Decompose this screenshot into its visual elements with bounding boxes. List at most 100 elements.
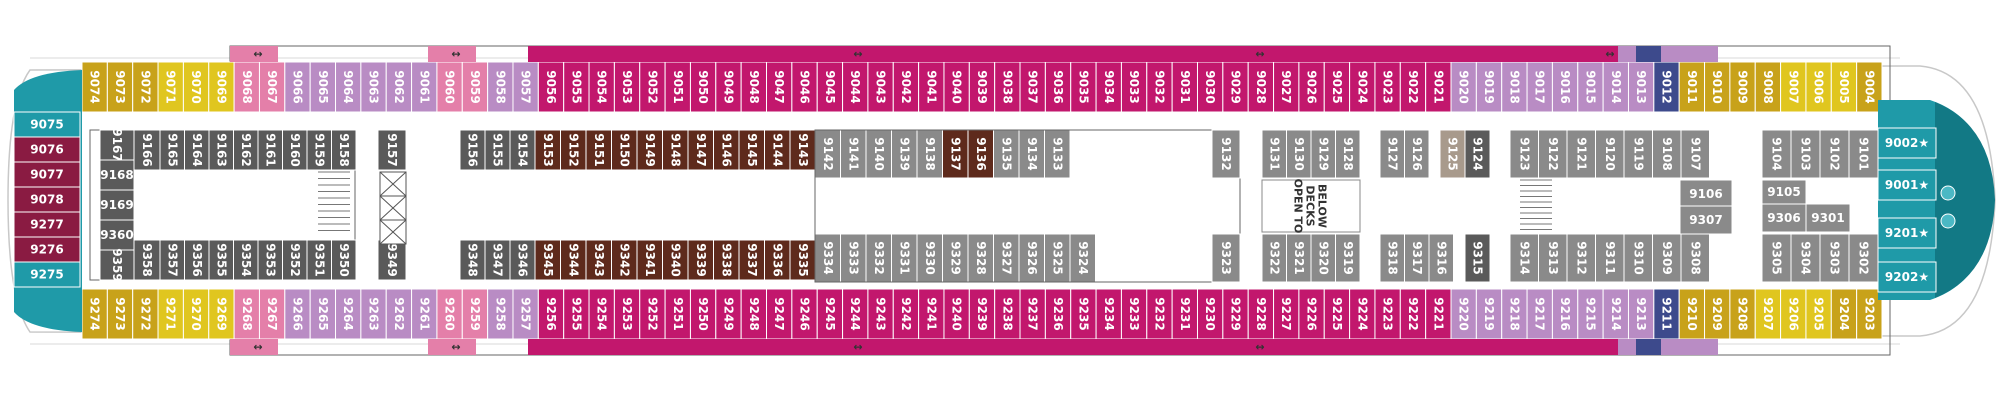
cabin-9338[interactable]: 9338 xyxy=(713,239,740,281)
cabin-9009[interactable]: 9009 xyxy=(1729,61,1756,113)
cabin-9335[interactable]: 9335 xyxy=(789,239,816,281)
cabin-9249[interactable]: 9249 xyxy=(715,288,742,340)
cabin-9228[interactable]: 9228 xyxy=(1247,288,1275,340)
cabin-9123[interactable]: 9123 xyxy=(1509,129,1539,179)
cabin-9202★[interactable]: 9202★ xyxy=(1877,261,1937,293)
cabin-9158[interactable]: 9158 xyxy=(331,129,357,171)
cabin-9025[interactable]: 9025 xyxy=(1323,61,1351,113)
cabin-9120[interactable]: 9120 xyxy=(1595,129,1625,179)
cabin-9221[interactable]: 9221 xyxy=(1425,288,1452,340)
cabin-9231[interactable]: 9231 xyxy=(1171,288,1198,340)
cabin-9357[interactable]: 9357 xyxy=(159,239,185,281)
cabin-9162[interactable]: 9162 xyxy=(233,129,259,171)
cabin-9313[interactable]: 9313 xyxy=(1538,233,1568,283)
cabin-9353[interactable]: 9353 xyxy=(257,239,283,281)
cabin-9237[interactable]: 9237 xyxy=(1019,288,1046,340)
cabin-9220[interactable]: 9220 xyxy=(1450,288,1477,340)
cabin-9019[interactable]: 9019 xyxy=(1475,61,1503,113)
cabin-9165[interactable]: 9165 xyxy=(159,129,185,171)
cabin-9065[interactable]: 9065 xyxy=(309,61,337,113)
cabin-9244[interactable]: 9244 xyxy=(842,288,869,340)
cabin-9056[interactable]: 9056 xyxy=(537,61,565,113)
cabin-9063[interactable]: 9063 xyxy=(360,61,387,113)
cabin-9126[interactable]: 9126 xyxy=(1404,129,1430,179)
cabin-9345[interactable]: 9345 xyxy=(534,239,561,281)
cabin-9257[interactable]: 9257 xyxy=(512,288,539,340)
cabin-9258[interactable]: 9258 xyxy=(487,288,514,340)
cabin-9321[interactable]: 9321 xyxy=(1286,233,1312,283)
cabin-9024[interactable]: 9024 xyxy=(1349,61,1376,113)
cabin-9256[interactable]: 9256 xyxy=(537,288,565,340)
cabin-9332[interactable]: 9332 xyxy=(865,233,892,283)
cabin-9053[interactable]: 9053 xyxy=(613,61,641,113)
cabin-9052[interactable]: 9052 xyxy=(639,61,666,113)
cabin-9071[interactable]: 9071 xyxy=(157,61,184,113)
cabin-9248[interactable]: 9248 xyxy=(740,288,768,340)
cabin-9218[interactable]: 9218 xyxy=(1501,288,1528,340)
cabin-9312[interactable]: 9312 xyxy=(1566,233,1596,283)
cabin-9222[interactable]: 9222 xyxy=(1399,288,1427,340)
cabin-9128[interactable]: 9128 xyxy=(1335,129,1361,179)
cabin-9355[interactable]: 9355 xyxy=(208,239,234,281)
cabin-9317[interactable]: 9317 xyxy=(1404,233,1430,283)
cabin-9207[interactable]: 9207 xyxy=(1754,288,1782,340)
cabin-9067[interactable]: 9067 xyxy=(258,61,286,113)
cabin-9169[interactable]: 9169 xyxy=(99,189,135,221)
cabin-9223[interactable]: 9223 xyxy=(1374,288,1401,340)
cabin-9152[interactable]: 9152 xyxy=(560,129,587,171)
cabin-9270[interactable]: 9270 xyxy=(182,288,210,340)
cabin-9164[interactable]: 9164 xyxy=(184,129,210,171)
cabin-9138[interactable]: 9138 xyxy=(916,129,943,179)
cabin-9006[interactable]: 9006 xyxy=(1805,61,1832,113)
cabin-9142[interactable]: 9142 xyxy=(814,129,841,179)
cabin-9028[interactable]: 9028 xyxy=(1247,61,1275,113)
cabin-9206[interactable]: 9206 xyxy=(1780,288,1807,340)
cabin-9001★[interactable]: 9001★ xyxy=(1877,169,1937,201)
cabin-9216[interactable]: 9216 xyxy=(1551,288,1579,340)
cabin-9058[interactable]: 9058 xyxy=(487,61,514,113)
cabin-9008[interactable]: 9008 xyxy=(1754,61,1782,113)
cabin-9011[interactable]: 9011 xyxy=(1678,61,1706,113)
cabin-9253[interactable]: 9253 xyxy=(613,288,641,340)
cabin-9023[interactable]: 9023 xyxy=(1374,61,1401,113)
cabin-9061[interactable]: 9061 xyxy=(411,61,438,113)
cabin-9074[interactable]: 9074 xyxy=(81,61,108,113)
cabin-9250[interactable]: 9250 xyxy=(689,288,717,340)
cabin-9329[interactable]: 9329 xyxy=(942,233,969,283)
cabin-9045[interactable]: 9045 xyxy=(816,61,844,113)
cabin-9204[interactable]: 9204 xyxy=(1830,288,1858,340)
cabin-9033[interactable]: 9033 xyxy=(1120,61,1148,113)
cabin-9131[interactable]: 9131 xyxy=(1261,129,1287,179)
cabin-9140[interactable]: 9140 xyxy=(865,129,892,179)
cabin-9230[interactable]: 9230 xyxy=(1196,288,1224,340)
cabin-9324[interactable]: 9324 xyxy=(1069,233,1096,283)
cabin-9303[interactable]: 9303 xyxy=(1819,233,1850,283)
cabin-9125[interactable]: 9125 xyxy=(1439,129,1466,179)
cabin-9070[interactable]: 9070 xyxy=(182,61,210,113)
cabin-9360[interactable]: 9360 xyxy=(99,219,135,251)
cabin-9224[interactable]: 9224 xyxy=(1349,288,1376,340)
cabin-9151[interactable]: 9151 xyxy=(585,129,612,171)
cabin-9307[interactable]: 9307 xyxy=(1679,205,1733,235)
cabin-9352[interactable]: 9352 xyxy=(282,239,308,281)
cabin-9238[interactable]: 9238 xyxy=(994,288,1021,340)
cabin-9144[interactable]: 9144 xyxy=(764,129,791,171)
cabin-9306[interactable]: 9306 xyxy=(1761,203,1807,233)
cabin-9155[interactable]: 9155 xyxy=(484,129,511,171)
cabin-9271[interactable]: 9271 xyxy=(157,288,184,340)
cabin-9004[interactable]: 9004 xyxy=(1856,61,1883,113)
cabin-9247[interactable]: 9247 xyxy=(766,288,793,340)
cabin-9333[interactable]: 9333 xyxy=(840,233,867,283)
cabin-9339[interactable]: 9339 xyxy=(687,239,714,281)
cabin-9358[interactable]: 9358 xyxy=(133,239,161,281)
cabin-9020[interactable]: 9020 xyxy=(1450,61,1477,113)
cabin-9254[interactable]: 9254 xyxy=(588,288,615,340)
cabin-9051[interactable]: 9051 xyxy=(664,61,691,113)
cabin-9161[interactable]: 9161 xyxy=(257,129,283,171)
cabin-9349[interactable]: 9349 xyxy=(377,239,407,281)
cabin-9127[interactable]: 9127 xyxy=(1379,129,1405,179)
cabin-9273[interactable]: 9273 xyxy=(106,288,134,340)
cabin-9160[interactable]: 9160 xyxy=(282,129,308,171)
cabin-9156[interactable]: 9156 xyxy=(459,129,486,171)
cabin-9213[interactable]: 9213 xyxy=(1627,288,1655,340)
